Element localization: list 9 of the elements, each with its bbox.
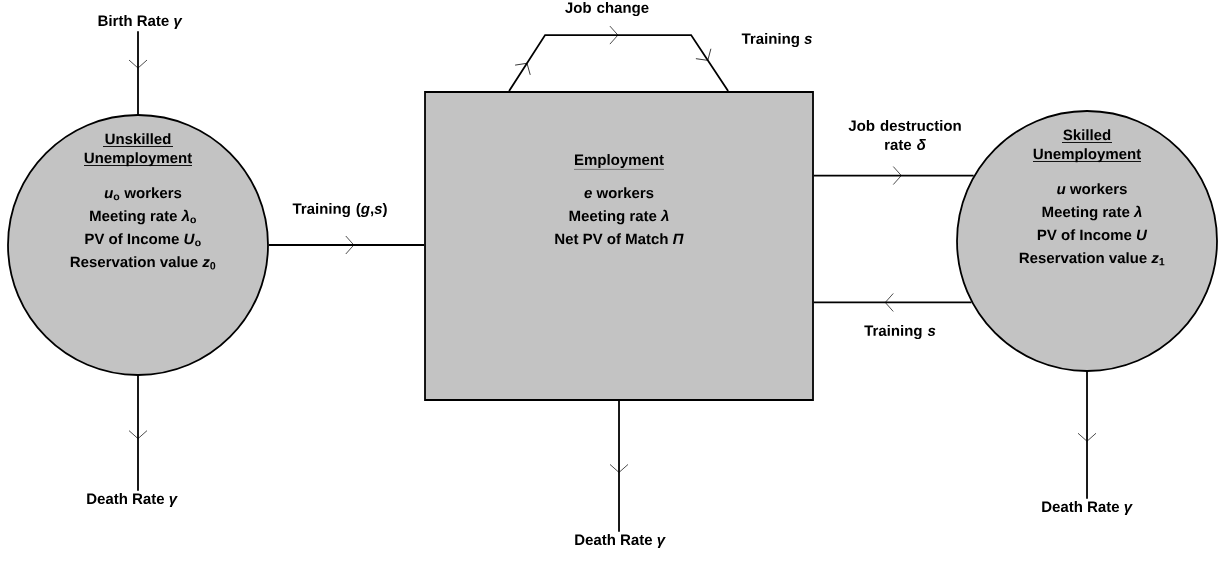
edge-label: Training s bbox=[864, 325, 936, 340]
rate-label: Birth Rate γ bbox=[98, 15, 183, 29]
rate-label: Death Rate γ bbox=[575, 534, 666, 548]
rate-label: Death Rate γ bbox=[1042, 501, 1133, 515]
state-box: Employment e workers Meeting rate λ Net PV of Match Π bbox=[424, 91, 814, 401]
rate-label: Death Rate γ bbox=[87, 493, 178, 507]
edge-label: Training (g,s) bbox=[292, 203, 387, 218]
edge-label: Job change bbox=[565, 2, 649, 17]
flow-label: Training s bbox=[741, 33, 812, 48]
